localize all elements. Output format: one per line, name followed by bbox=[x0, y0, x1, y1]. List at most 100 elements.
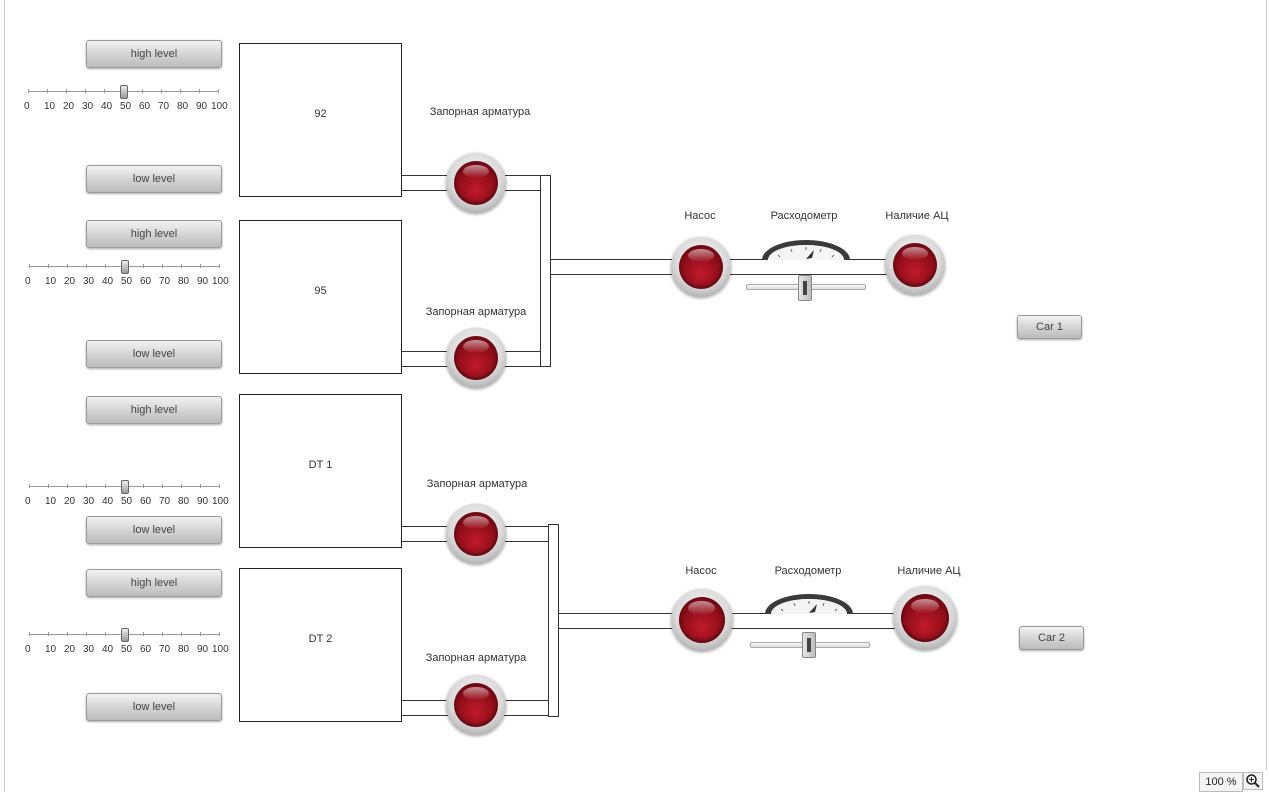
valve-95-lamp[interactable] bbox=[446, 328, 506, 388]
level-scale-label: 0 bbox=[25, 276, 31, 287]
manifold-lower bbox=[548, 524, 559, 717]
level-scale-label: 0 bbox=[25, 496, 31, 507]
level-slider-tick bbox=[161, 89, 162, 93]
flowmeter-2-gauge-icon bbox=[765, 594, 853, 614]
level-scale-label: 70 bbox=[158, 101, 170, 112]
tanker-presence-2-label: Наличие АЦ bbox=[897, 565, 961, 577]
flowmeter-2-label: Расходометр bbox=[774, 565, 842, 577]
level-scale-label: 60 bbox=[140, 644, 152, 655]
level-scale-label: 50 bbox=[121, 496, 133, 507]
level-slider-tick bbox=[181, 484, 182, 488]
level-scale-label: 20 bbox=[64, 496, 76, 507]
level-slider-tick bbox=[29, 632, 30, 636]
level-scale-label: 60 bbox=[140, 496, 152, 507]
valve-dt1-label: Запорная арматура bbox=[426, 478, 528, 490]
level-scale-label: 80 bbox=[178, 496, 190, 507]
tank-dt2-label: DT 2 bbox=[308, 633, 333, 645]
tanker-presence-1-lamp[interactable] bbox=[885, 235, 945, 295]
car-2-button[interactable]: Car 2 bbox=[1019, 626, 1084, 650]
lamp-shine bbox=[463, 165, 489, 178]
level-slider-tick bbox=[199, 89, 200, 93]
flowmeter-1-slider-thumb[interactable] bbox=[798, 275, 812, 301]
window-left-border bbox=[4, 0, 5, 792]
flowmeter-2-slider-thumb[interactable] bbox=[802, 632, 816, 658]
level-scale-label: 90 bbox=[197, 644, 209, 655]
level-slider-tick bbox=[200, 632, 201, 636]
level-scale-label: 70 bbox=[159, 496, 171, 507]
level-slider-tick bbox=[48, 632, 49, 636]
tank-dt1-high-level-button[interactable]: high level bbox=[86, 396, 222, 424]
tank-95: 95 bbox=[239, 220, 402, 374]
pump-2-lamp[interactable] bbox=[671, 589, 733, 651]
tank-92-high-level-button[interactable]: high level bbox=[86, 40, 222, 68]
level-scale-label: 20 bbox=[64, 644, 76, 655]
tank-92-label: 92 bbox=[314, 108, 327, 120]
level-scale-label: 60 bbox=[140, 276, 152, 287]
level-slider-tick bbox=[48, 264, 49, 268]
level-slider-tick bbox=[104, 89, 105, 93]
tank-92-low-level-button[interactable]: low level bbox=[86, 165, 222, 193]
lamp-shine bbox=[463, 687, 489, 700]
tank-95-label: 95 bbox=[314, 285, 327, 297]
car-1-button[interactable]: Car 1 bbox=[1017, 315, 1082, 339]
level-slider-thumb[interactable] bbox=[120, 85, 128, 99]
tank-dt2-high-level-button[interactable]: high level bbox=[86, 569, 222, 597]
level-scale-label: 40 bbox=[102, 644, 114, 655]
level-slider-thumb[interactable] bbox=[121, 480, 129, 494]
level-scale-label: 40 bbox=[102, 496, 114, 507]
tanker-presence-2-lamp[interactable] bbox=[893, 586, 957, 650]
level-slider-tick bbox=[143, 632, 144, 636]
tank-dt1-low-level-button[interactable]: low level bbox=[86, 516, 222, 544]
level-slider-tick bbox=[29, 484, 30, 488]
pump-2-label: Насос bbox=[685, 565, 717, 577]
level-scale-label: 100 bbox=[212, 276, 229, 287]
level-scale-label: 30 bbox=[83, 496, 95, 507]
tank-dt2-low-level-button[interactable]: low level bbox=[86, 693, 222, 721]
pump-1-label: Насос bbox=[684, 210, 716, 222]
tank-95-high-level-button[interactable]: high level bbox=[86, 220, 222, 248]
pump-1-lamp[interactable] bbox=[671, 237, 731, 297]
lamp-shine bbox=[688, 601, 715, 615]
level-slider-tick bbox=[66, 89, 67, 93]
level-slider-thumb[interactable] bbox=[121, 260, 129, 274]
level-scale-label: 50 bbox=[120, 101, 132, 112]
level-slider-thumb[interactable] bbox=[121, 628, 129, 642]
tank-dt1-label: DT 1 bbox=[308, 459, 333, 471]
level-slider-tick bbox=[162, 632, 163, 636]
level-scale-label: 10 bbox=[45, 496, 57, 507]
level-slider-tick bbox=[200, 264, 201, 268]
valve-92-lamp[interactable] bbox=[446, 153, 506, 213]
level-scale-label: 90 bbox=[196, 101, 208, 112]
zoom-level[interactable]: 100 % bbox=[1199, 772, 1243, 792]
level-scale-label: 90 bbox=[197, 276, 209, 287]
lamp-shine bbox=[911, 599, 939, 613]
valve-92-label: Запорная арматура bbox=[429, 106, 531, 118]
valve-95-label: Запорная арматура bbox=[425, 306, 527, 318]
level-slider-tick bbox=[162, 484, 163, 488]
level-scale-label: 40 bbox=[102, 276, 114, 287]
level-slider-tick bbox=[86, 484, 87, 488]
tank-dt1: DT 1 bbox=[239, 394, 402, 548]
level-scale-label: 10 bbox=[45, 644, 57, 655]
level-slider-tick bbox=[162, 264, 163, 268]
level-scale-label: 60 bbox=[139, 101, 151, 112]
zoom-magnifier-icon[interactable] bbox=[1243, 772, 1263, 790]
level-scale-label: 30 bbox=[83, 644, 95, 655]
valve-dt1-lamp[interactable] bbox=[446, 504, 506, 564]
level-scale-label: 100 bbox=[211, 101, 228, 112]
level-slider-tick bbox=[105, 632, 106, 636]
lamp-shine bbox=[463, 340, 489, 353]
level-scale-label: 50 bbox=[121, 644, 133, 655]
level-scale-label: 30 bbox=[83, 276, 95, 287]
tank-95-low-level-button[interactable]: low level bbox=[86, 340, 222, 368]
tanker-presence-1-label: Наличие АЦ bbox=[885, 210, 949, 222]
level-slider-tick bbox=[105, 264, 106, 268]
valve-dt2-lamp[interactable] bbox=[446, 675, 506, 735]
valve-dt2-label: Запорная арматура bbox=[425, 652, 527, 664]
level-slider-tick bbox=[86, 632, 87, 636]
level-slider-tick bbox=[143, 484, 144, 488]
lamp-shine bbox=[902, 247, 928, 260]
level-slider-tick bbox=[85, 89, 86, 93]
level-slider-tick bbox=[48, 484, 49, 488]
level-slider-tick bbox=[180, 89, 181, 93]
